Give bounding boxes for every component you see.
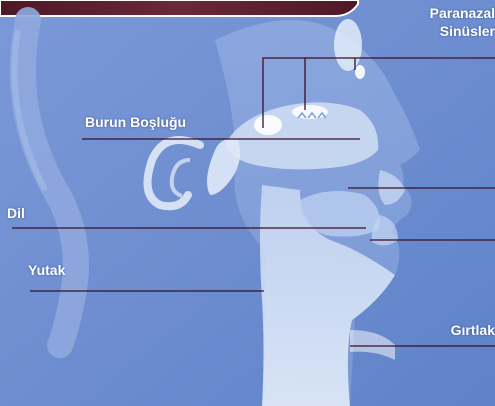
- label-larynx: Gırtlak: [451, 322, 495, 338]
- label-pharynx: Yutak: [28, 262, 65, 278]
- sinus-ethmoid: [292, 105, 328, 119]
- label-paranasal-line1: Paranazal: [430, 4, 495, 22]
- label-tongue: Dil: [7, 205, 25, 221]
- label-nasal-cavity: Burun Boşluğu: [85, 114, 186, 130]
- title-banner: [0, 0, 358, 16]
- sinus-small: [355, 65, 365, 79]
- sinus-frontal: [334, 19, 362, 71]
- label-paranasal-sinuses: Paranazal Sinüsler: [430, 4, 495, 40]
- label-paranasal-line2: Sinüsler: [430, 22, 495, 40]
- sinus-maxillary: [254, 115, 282, 135]
